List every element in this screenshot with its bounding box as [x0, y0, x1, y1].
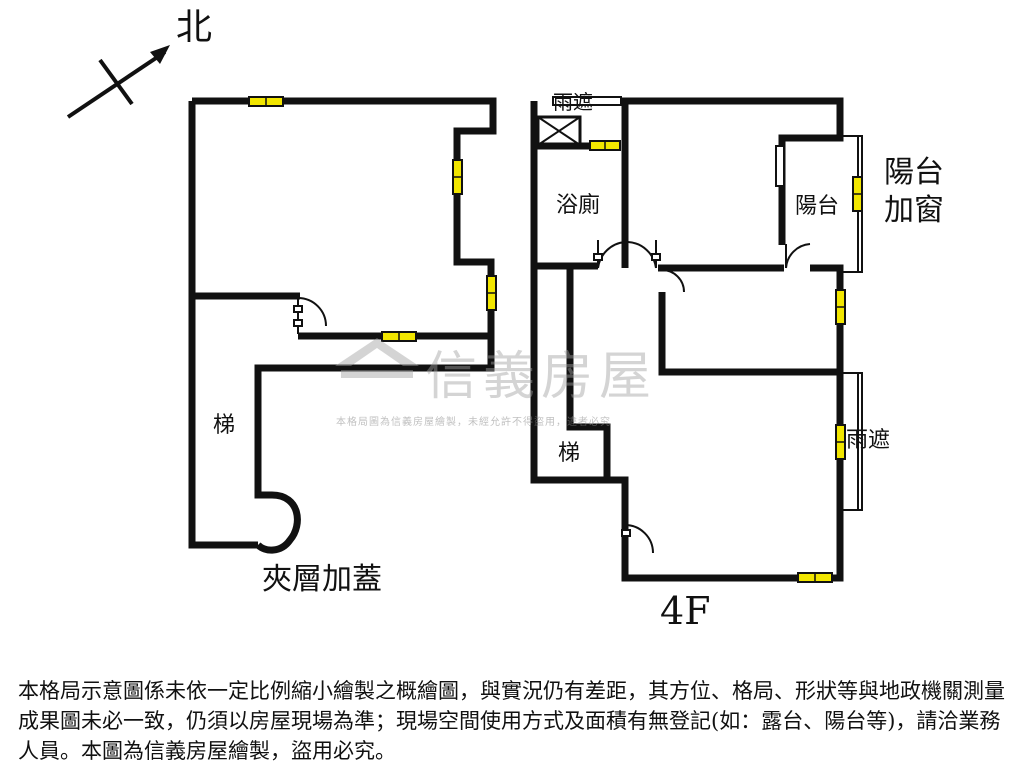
window-dividers: [265, 97, 862, 582]
stair-left-label: 梯: [213, 413, 236, 438]
floor-label: 4F: [660, 589, 711, 633]
balcony-outer-label-line1: 陽台: [884, 155, 944, 190]
left-door-icon: [293, 297, 327, 334]
mezzanine-label: 夾層加蓋: [262, 562, 382, 597]
left-unit-walls: [188, 97, 497, 554]
compass-arrowhead-icon: [150, 45, 170, 64]
disclaimer-text: 本格局示意圖係未依一定比例縮小繪製之概繪圖，與實況仍有差距，其方位、格局、形狀等…: [18, 679, 1005, 763]
compass-arrow-icon: [66, 50, 167, 119]
north-label: 北: [176, 7, 213, 48]
balcony-outer-label-line2: 加窗: [884, 193, 944, 228]
rain-shelter-top-label: 雨遮: [553, 90, 593, 114]
stair-right-label: 梯: [558, 441, 581, 466]
watermark-brand: 信義房屋: [425, 347, 658, 407]
door-swing-icons: [593, 240, 811, 554]
balcony-inner-label: 陽台: [795, 194, 840, 219]
rain-shelter-right-label: 雨遮: [846, 428, 891, 453]
bathroom-label: 浴廁: [556, 193, 601, 218]
watermark-notice: 本格局圖為信義房屋繪製，未經允許不得盜用，違者必究: [336, 417, 611, 428]
rain-shelter-top-box: [536, 96, 622, 147]
balcony-frame: [775, 135, 863, 511]
floor-plan: [66, 45, 863, 583]
